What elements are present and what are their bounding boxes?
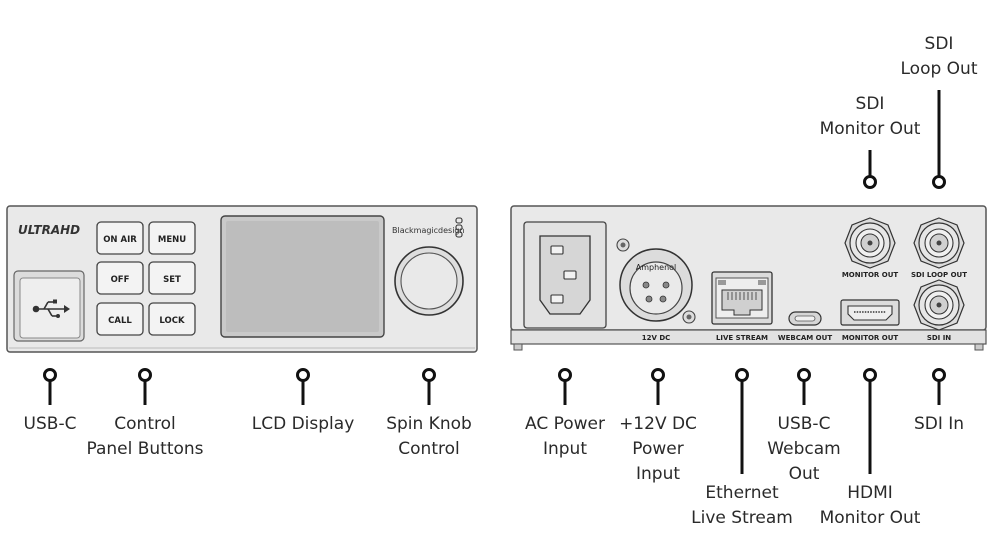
pin-usb-c-webcam: [797, 368, 811, 405]
callout-line: Live Stream: [691, 508, 793, 528]
sdi-monitor-out-bnc[interactable]: [844, 217, 896, 269]
callout-line: Webcam: [767, 439, 841, 459]
front-panel: ULTRAHD ON AIR: [6, 205, 478, 353]
sdi-in-port-label: SDI IN: [927, 334, 951, 342]
control-buttons: ON AIR MENU OFF SET CALL LOCK: [96, 221, 196, 336]
lcd-display: [220, 215, 385, 338]
ac-power-inlet[interactable]: [523, 221, 607, 329]
callout-lcd-display: LCD Display: [252, 412, 355, 437]
callout-sdi-in: SDI In: [914, 412, 964, 437]
pin-sdi-monitor-out: [863, 150, 877, 189]
callout-dc-power: +12V DC Power Input: [619, 412, 697, 487]
pin-lcd-display: [296, 368, 310, 405]
pin-sdi-loop-out: [932, 90, 946, 189]
lock-label: LOCK: [159, 316, 185, 326]
callout-line: SDI: [924, 34, 954, 54]
set-button[interactable]: SET: [148, 261, 196, 295]
sdi-loop-out-bnc[interactable]: [913, 217, 965, 269]
dc-power-xlr[interactable]: Amphenol: [616, 238, 696, 324]
menu-label: MENU: [158, 235, 186, 245]
callout-line: Power: [632, 439, 684, 459]
menu-button[interactable]: MENU: [148, 221, 196, 255]
callout-line: Ethernet: [705, 483, 779, 503]
callout-line: Panel Buttons: [86, 439, 204, 459]
callout-line: AC Power: [524, 414, 606, 434]
lock-button[interactable]: LOCK: [148, 302, 196, 336]
spin-knob[interactable]: [394, 246, 464, 316]
callout-line: Monitor Out: [819, 508, 921, 528]
call-button[interactable]: CALL: [96, 302, 144, 336]
pin-control-panel-buttons: [138, 368, 152, 405]
on-air-label: ON AIR: [103, 235, 137, 245]
callout-line: Loop Out: [900, 59, 978, 79]
callout-line: SDI: [855, 94, 885, 114]
pin-dc-power: [651, 368, 665, 405]
pin-sdi-in: [932, 368, 946, 405]
call-label: CALL: [108, 316, 132, 326]
usb-icon: [32, 299, 70, 318]
callout-sdi-loop-out: SDI Loop Out: [901, 32, 978, 82]
off-label: OFF: [111, 275, 130, 285]
webcam-out-port-label: WEBCAM OUT: [778, 334, 832, 342]
pin-ac-power: [558, 368, 572, 405]
callout-line: Control: [398, 439, 460, 459]
set-label: SET: [163, 275, 181, 285]
ultrahd-logo: ULTRAHD: [18, 223, 80, 237]
callout-line: Input: [635, 464, 681, 484]
off-button[interactable]: OFF: [96, 261, 144, 295]
callout-control-panel-buttons: Control Panel Buttons: [86, 412, 203, 462]
callout-ac-power: AC Power Input: [525, 412, 605, 462]
live-stream-port-label: LIVE STREAM: [716, 334, 768, 342]
callout-spin-knob: Spin Knob Control: [386, 412, 472, 462]
callout-pins: [43, 90, 946, 474]
callout-line: HDMI: [847, 483, 893, 503]
callout-line: Control: [114, 414, 176, 434]
sdi-loop-out-port-label: SDI LOOP OUT: [911, 271, 967, 279]
callout-line: USB-C: [777, 414, 831, 434]
12v-dc-port-label: 12V DC: [642, 334, 671, 342]
blackmagic-logo-mark: [455, 217, 463, 238]
usb-c-webcam-port[interactable]: [788, 311, 822, 326]
pin-spin-knob: [422, 368, 436, 405]
pin-usb-c: [43, 368, 57, 405]
callout-line: Input: [542, 439, 588, 459]
ethernet-port[interactable]: [711, 271, 773, 325]
sdi-monitor-out-port-label: MONITOR OUT: [842, 271, 899, 279]
callout-line: Monitor Out: [819, 119, 921, 139]
rear-panel: Amphenol 12V DC LIVE STREAM: [510, 205, 987, 351]
callout-sdi-monitor-out: SDI Monitor Out: [820, 92, 921, 142]
callout-line: USB-C: [23, 414, 77, 434]
hdmi-monitor-out-port-label: MONITOR OUT: [842, 334, 899, 342]
amphenol-text: Amphenol: [636, 263, 677, 272]
front-usb-c-port[interactable]: [13, 270, 85, 342]
callout-line: Out: [788, 464, 820, 484]
pin-hdmi-monitor: [863, 368, 877, 474]
callout-hdmi-monitor: HDMI Monitor Out: [820, 481, 921, 531]
hdmi-port[interactable]: [840, 299, 900, 326]
sdi-in-bnc[interactable]: [913, 279, 965, 331]
blackmagic-logo: Blackmagicdesign: [392, 226, 465, 235]
callout-usb-c: USB-C: [24, 412, 77, 437]
callout-line: Spin Knob: [386, 414, 472, 434]
callout-ethernet: Ethernet Live Stream: [691, 481, 793, 531]
callout-line: +12V DC: [619, 414, 697, 434]
callout-line: SDI In: [913, 414, 965, 434]
on-air-button[interactable]: ON AIR: [96, 221, 144, 255]
callout-usb-c-webcam: USB-C Webcam Out: [767, 412, 840, 487]
pin-ethernet: [735, 368, 749, 474]
callout-line: LCD Display: [251, 414, 355, 434]
